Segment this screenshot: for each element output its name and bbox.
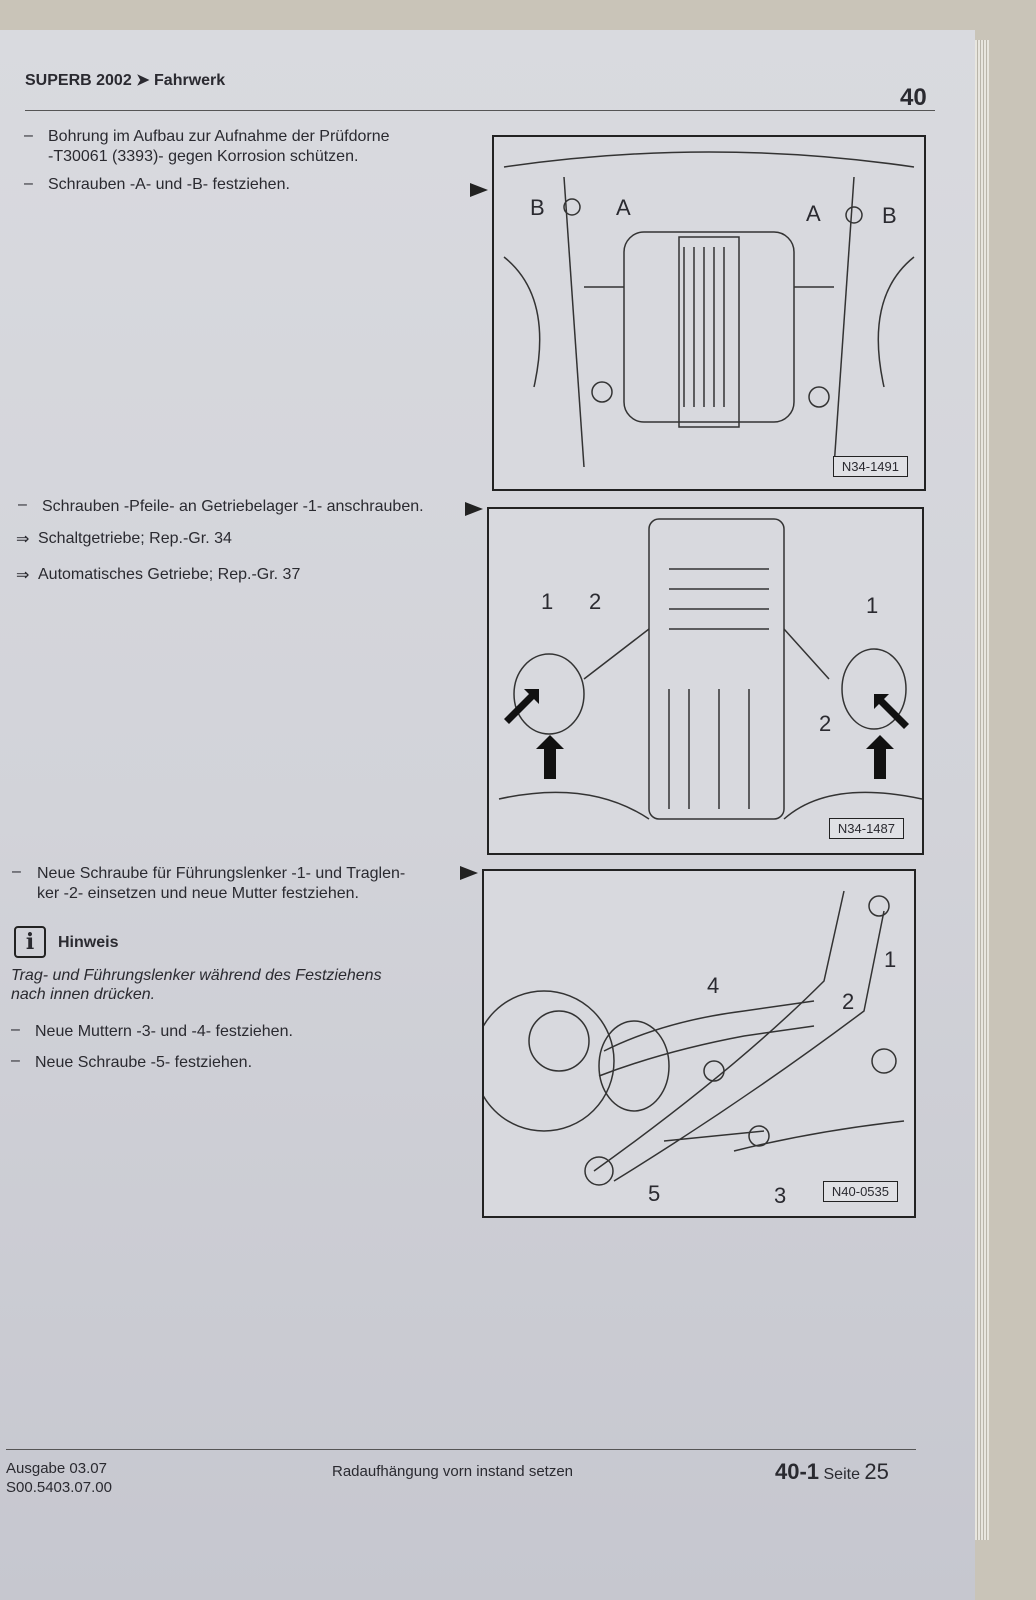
- step-text: Neue Schraube -5- festziehen.: [35, 1054, 253, 1071]
- callout-b: B: [530, 195, 545, 220]
- figure-pointer-icon: [460, 866, 478, 880]
- edition: Ausgabe 03.07: [6, 1460, 107, 1477]
- step-text: Neue Schraube für Führungslenker -1- und…: [37, 865, 406, 882]
- step-text: Bohrung im Aufbau zur Aufnahme der Prüfd…: [48, 128, 390, 145]
- figure-3-drawing: [484, 890, 905, 1186]
- step-text: Schrauben -A- und -B- festziehen.: [48, 176, 290, 193]
- callout-1: 1: [884, 947, 897, 972]
- callout-1: 1: [541, 589, 554, 614]
- figure-pointer-icon: [465, 502, 483, 516]
- figure-id: N34-1487: [828, 818, 904, 839]
- figure-id: N40-0535: [822, 1181, 898, 1202]
- step-text: ker -2- einsetzen und neue Mutter festzi…: [37, 885, 359, 902]
- header-divider: [25, 110, 935, 111]
- callout-3: 3: [774, 1183, 787, 1208]
- document-code: S00.5403.07.00: [6, 1479, 112, 1496]
- page-stack-edge: [975, 40, 989, 1540]
- bullet: –: [12, 863, 21, 880]
- figure-1-drawing: [503, 151, 915, 468]
- page-number: 25: [864, 1459, 889, 1484]
- section-number: 40-1: [775, 1459, 820, 1484]
- reference-link[interactable]: Automatisches Getriebe; Rep.-Gr. 37: [38, 566, 301, 583]
- figure-pointer-icon: [470, 183, 488, 197]
- figure-2: 1 2 1 2 N34-1487: [487, 507, 924, 855]
- callout-5: 5: [648, 1181, 661, 1206]
- breadcrumb: SUPERB 2002 ➤ Fahrwerk: [25, 72, 226, 89]
- callout-1: 1: [866, 593, 879, 618]
- figure-3: 1 2 4 5 3 N40-0535: [482, 869, 916, 1218]
- note-text: nach innen drücken.: [11, 986, 156, 1003]
- callout-4: 4: [707, 973, 720, 998]
- step-text: Neue Muttern -3- und -4- festziehen.: [35, 1023, 293, 1040]
- reference-link[interactable]: Schaltgetriebe; Rep.-Gr. 34: [38, 530, 232, 547]
- bullet: –: [24, 175, 33, 192]
- footer-divider: [6, 1449, 916, 1450]
- step-text: -T30061 (3393)- gegen Korrosion schützen…: [48, 148, 359, 165]
- callout-2: 2: [819, 711, 832, 736]
- figure-2-drawing: [498, 518, 922, 820]
- reference-arrow-icon: ⇒: [16, 567, 30, 584]
- chapter-title: Radaufhängung vorn instand setzen: [332, 1463, 574, 1480]
- figure-id: N34-1491: [832, 456, 908, 477]
- callout-2: 2: [842, 989, 855, 1014]
- reference-arrow-icon: ⇒: [16, 531, 30, 548]
- group-number: 40: [900, 84, 927, 111]
- callout-a: A: [616, 195, 631, 220]
- page-label: Seite: [823, 1466, 860, 1483]
- bullet: –: [18, 496, 27, 513]
- callout-b: B: [882, 203, 897, 228]
- figure-1: B A A B N34-1491: [492, 135, 926, 491]
- step-text: Schrauben -Pfeile- an Getriebelager -1- …: [42, 498, 424, 515]
- note-text: Trag- und Führungslenker während des Fes…: [11, 967, 382, 984]
- callout-a: A: [806, 201, 821, 226]
- info-icon: i: [14, 926, 46, 958]
- page-reference: 40-1 Seite 25: [775, 1459, 889, 1485]
- bullet: –: [24, 127, 33, 144]
- bullet: –: [11, 1021, 20, 1038]
- note-title: Hinweis: [58, 934, 119, 951]
- bullet: –: [11, 1052, 20, 1069]
- callout-2: 2: [589, 589, 602, 614]
